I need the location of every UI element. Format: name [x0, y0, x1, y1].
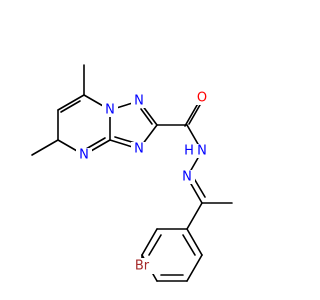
atom-n4: N: [79, 148, 89, 163]
atom-label-layer: N N N N O H N N Br: [76, 91, 212, 274]
atom-br: Br: [135, 259, 150, 274]
bond-ar-2: [141, 228, 158, 256]
bond-n1-c2-inner: [140, 108, 153, 125]
bond-ar-5: [186, 254, 203, 282]
bond-ar-2-inner: [148, 234, 162, 256]
bond-imine-ipso: [186, 202, 203, 230]
bond-n4-c3a-inner: [85, 137, 106, 150]
atom-n-imine: N: [182, 170, 192, 185]
bond-c7-c6: [57, 94, 85, 111]
molecule-structure: N N N N O H N N Br: [31, 64, 233, 282]
atom-n-hydrazide: N: [197, 144, 207, 159]
atom-n-bridge: N: [105, 103, 115, 118]
atom-h-hydrazide: H: [184, 144, 194, 159]
atom-n1: N: [134, 94, 144, 109]
atom-o-carbonyl: O: [197, 91, 207, 106]
bond-c7-c6-inner: [60, 100, 81, 113]
bond-ar-6: [186, 228, 203, 256]
atom-n3: N: [134, 142, 144, 157]
bond-ar-6-inner: [182, 234, 196, 256]
bond-methyl-c5: [31, 139, 59, 156]
